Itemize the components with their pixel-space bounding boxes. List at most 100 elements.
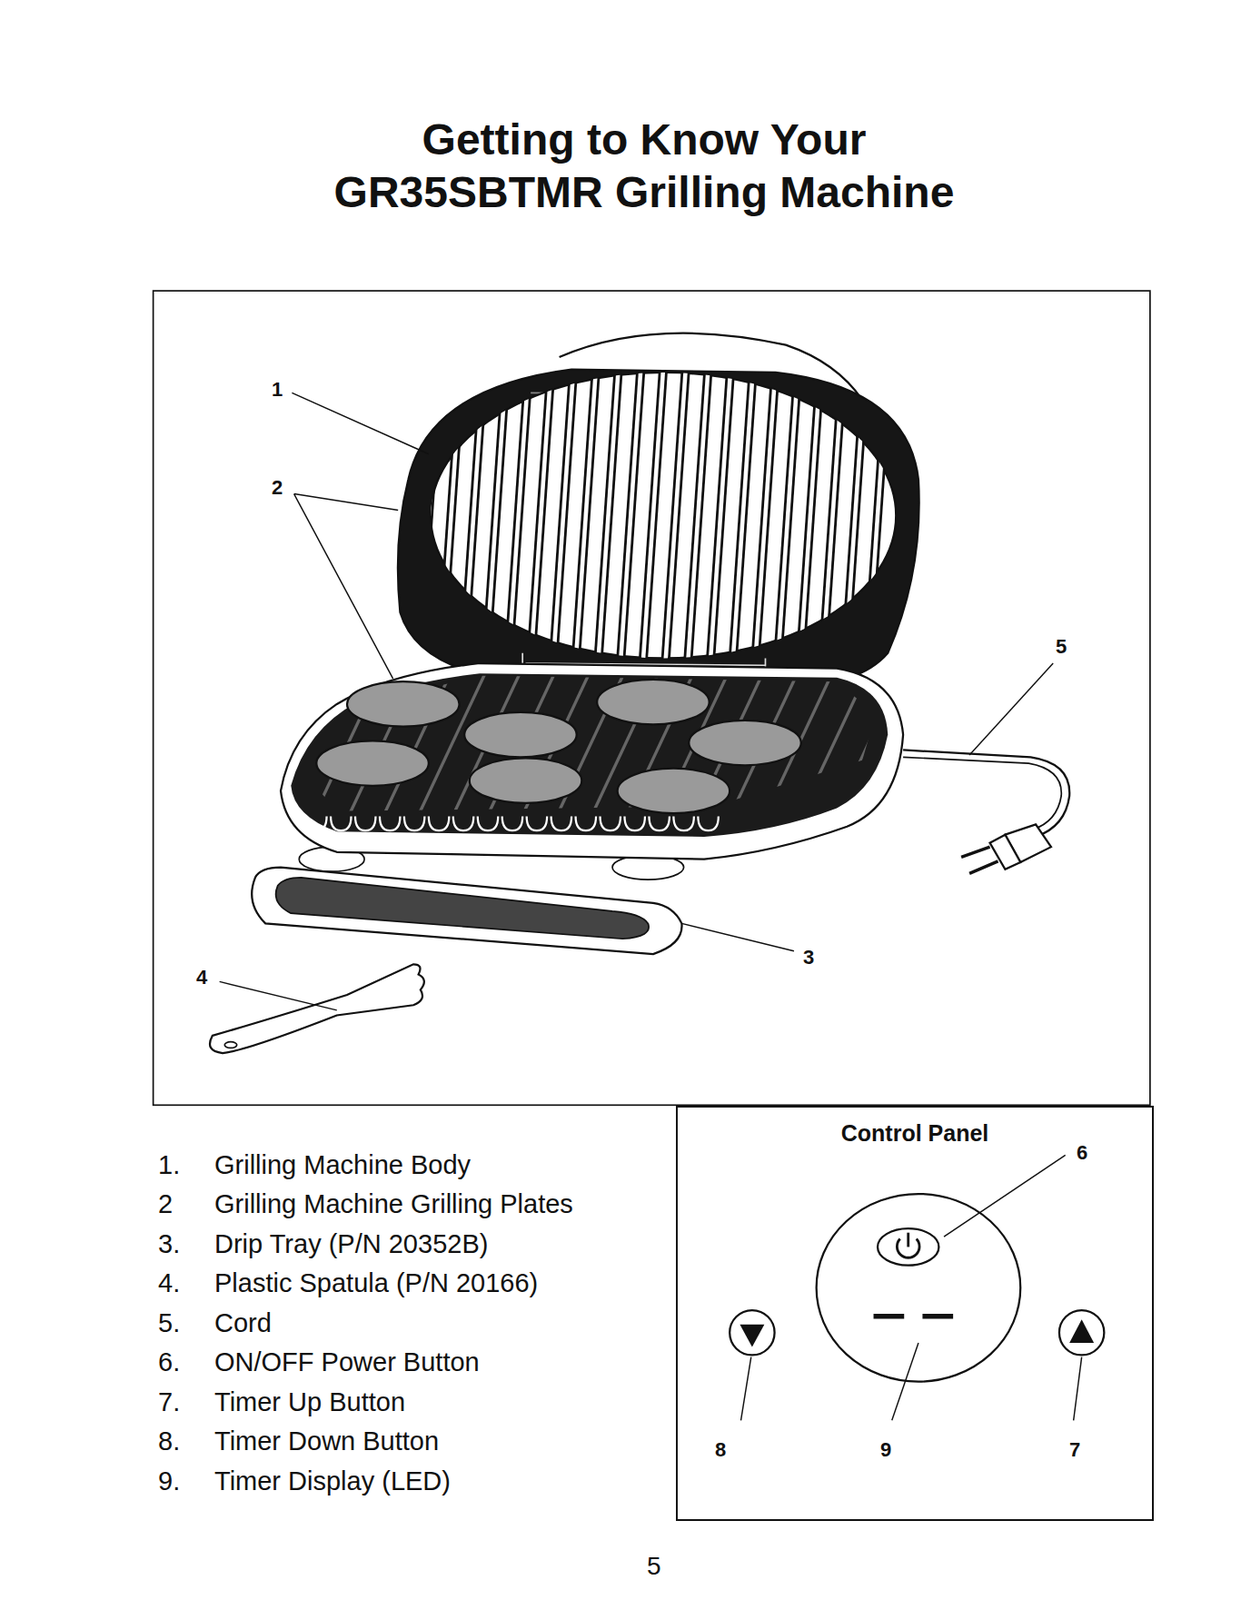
grate-rib-highlight: [777, 367, 798, 664]
drip-channel: [306, 815, 327, 831]
patty: [464, 712, 577, 757]
grate-rib-highlight: [710, 367, 731, 664]
drip-channel: [624, 815, 645, 831]
grate-rib-highlight: [418, 367, 439, 664]
grate-rib: [800, 367, 821, 664]
grate-rib: [440, 367, 461, 664]
base-rib: [824, 663, 907, 837]
patty: [688, 720, 802, 765]
grate-rib: [754, 367, 775, 664]
callout-number: 3: [803, 946, 815, 969]
drip-channel: [453, 815, 474, 831]
grate-rib: [463, 367, 484, 664]
grate-rib: [822, 367, 843, 664]
grate-rib: [665, 367, 686, 664]
drip-channel: [600, 815, 621, 831]
grate-rib-highlight: [597, 367, 618, 664]
base-rib: [859, 663, 942, 837]
drip-channel: [697, 815, 718, 831]
grate-rib: [553, 367, 574, 664]
callout-number: 2: [271, 476, 283, 499]
part-name: Drip Tray (P/N 20352B): [214, 1230, 488, 1260]
grate-rib: [643, 367, 664, 664]
grill-base: [234, 663, 975, 880]
patty: [596, 679, 710, 725]
plastic-spatula: [209, 963, 425, 1053]
part-name: Grilling Machine Grilling Plates: [214, 1190, 574, 1220]
grate-rib-highlight: [620, 367, 641, 664]
list-number: 2: [158, 1190, 173, 1220]
callout-number: 1: [271, 378, 283, 401]
list-number: 8.: [158, 1427, 180, 1457]
grate-rib: [620, 367, 641, 664]
list-number: 3.: [158, 1230, 180, 1260]
base-rib: [234, 663, 317, 837]
grate-rib: [777, 367, 798, 664]
callout-number: 4: [196, 966, 208, 989]
grate-rib-highlight: [844, 367, 865, 664]
grate-rib-highlight: [440, 367, 461, 664]
grate-rib-highlight: [822, 367, 843, 664]
callout-number: 6: [1076, 1141, 1088, 1164]
grate-rib: [530, 367, 551, 664]
grate-rib: [597, 367, 618, 664]
patty: [617, 768, 731, 814]
drip-channel: [379, 815, 400, 831]
base-rib: [789, 663, 872, 837]
part-name: Plastic Spatula (P/N 20166): [214, 1269, 538, 1299]
drip-channel: [477, 815, 498, 831]
list-number: 5.: [158, 1309, 180, 1339]
grate-rib: [418, 367, 439, 664]
control-panel-drawing: [729, 1193, 1104, 1382]
patty: [316, 740, 429, 785]
grate-rib-highlight: [754, 367, 775, 664]
list-number: 4.: [158, 1269, 180, 1299]
grate-rib: [733, 367, 754, 664]
grate-rib-highlight: [463, 367, 484, 664]
drip-channel: [428, 815, 449, 831]
callout-number: 7: [1069, 1439, 1081, 1461]
grate-rib-highlight: [800, 367, 821, 664]
drip-channel: [526, 815, 547, 831]
part-name: ON/OFF Power Button: [214, 1348, 480, 1378]
callout-number: 5: [1055, 635, 1067, 658]
list-number: 9.: [158, 1467, 180, 1497]
grate-rib: [507, 367, 528, 664]
patty: [347, 681, 460, 726]
grate-rib-highlight: [643, 367, 664, 664]
part-name: Timer Up Button: [214, 1388, 406, 1418]
drip-channel: [551, 815, 572, 831]
grate-rib: [710, 367, 731, 664]
grate-rib: [844, 367, 865, 664]
grate-rib: [867, 367, 888, 664]
control-panel-box: Control Panel: [675, 1105, 1154, 1521]
grate-rib-highlight: [486, 367, 507, 664]
grate-rib-highlight: [733, 367, 754, 664]
grate-rib-highlight: [553, 367, 574, 664]
grate-rib: [575, 367, 596, 664]
part-name: Grilling Machine Body: [214, 1151, 471, 1181]
drip-tray: [251, 867, 682, 954]
grate-rib-highlight: [575, 367, 596, 664]
figure-frame: [153, 290, 1151, 1105]
drip-channel: [648, 815, 669, 831]
grate-rib-highlight: [687, 367, 708, 664]
leader-lines: [219, 392, 1054, 1010]
drip-channel: [502, 815, 523, 831]
list-number: 6.: [158, 1348, 180, 1378]
grill-lid: [397, 367, 920, 686]
list-number: 7.: [158, 1388, 180, 1418]
panel-leader-lines: [741, 1154, 1083, 1420]
drip-channel: [673, 815, 694, 831]
part-name: Cord: [214, 1309, 272, 1339]
grate-rib-highlight: [867, 367, 888, 664]
list-number: 1.: [158, 1151, 180, 1181]
part-name: Timer Down Button: [214, 1427, 439, 1457]
drip-channel: [355, 815, 376, 831]
drip-channel: [330, 815, 351, 831]
callout-number: 9: [880, 1439, 892, 1461]
grate-rib-highlight: [507, 367, 528, 664]
page-title: Getting to Know Your GR35SBTMR Grilling …: [217, 113, 1072, 219]
grate-rib: [486, 367, 507, 664]
